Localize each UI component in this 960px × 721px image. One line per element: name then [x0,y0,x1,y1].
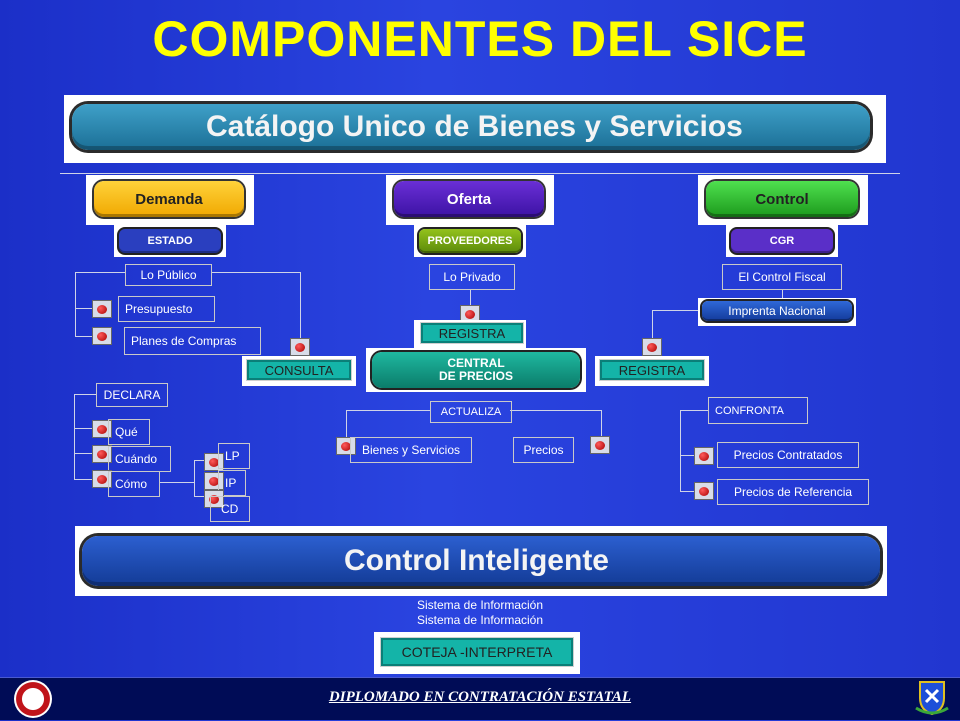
precios-de-referencia-item: Precios de Referencia [717,479,869,505]
footer-bar [0,677,960,720]
imprenta-nacional-button[interactable]: Imprenta Nacional [702,301,852,321]
cd-item: CD [210,496,250,522]
bullet-icon [290,338,310,356]
registra-center-button[interactable]: REGISTRA [420,322,524,344]
demanda-button[interactable]: Demanda [94,181,244,217]
precios-contratados-item: Precios Contratados [717,442,859,468]
bullet-icon [92,445,112,463]
central-line-1: CENTRAL [447,356,505,370]
oferta-button[interactable]: Oferta [394,181,544,217]
bullet-icon [694,447,714,465]
bullet-icon [92,327,112,345]
bullet-icon [590,436,610,454]
control-fiscal-label: El Control Fiscal [722,264,842,290]
planes-de-compras-item: Planes de Compras [124,327,261,355]
sistema-info-line-1: Sistema de Información [416,598,544,612]
divider-line [60,173,900,174]
central-line-2: DE PRECIOS [438,369,513,383]
ip-item: IP [218,470,246,496]
catalog-banner: Catálogo Unico de Bienes y Servicios [72,104,870,150]
coteja-interpreta-button[interactable]: COTEJA -INTERPRETA [380,637,574,667]
consulta-button[interactable]: CONSULTA [246,359,352,381]
bullet-icon [642,338,662,356]
lo-publico-label: Lo Público [125,264,212,286]
footer-text: DIPLOMADO EN CONTRATACIÓN ESTATAL [328,689,632,705]
left-emblem-icon [14,680,52,718]
actualiza-label: ACTUALIZA [430,401,512,423]
como-item: Cómo [108,471,160,497]
control-button[interactable]: Control [706,181,858,217]
right-shield-icon [914,678,950,716]
bullet-icon [92,420,112,438]
bullet-icon [204,490,224,508]
bullet-icon [204,453,224,471]
page-title: COMPONENTES DEL SICE [152,11,808,67]
central-de-precios-button[interactable]: CENTRAL DE PRECIOS [372,352,580,388]
estado-button[interactable]: ESTADO [119,229,221,253]
que-item: Qué [108,419,150,445]
bienes-servicios-item: Bienes y Servicios [350,437,472,463]
bullet-icon [92,470,112,488]
cuando-item: Cuándo [108,446,171,472]
registra-right-button[interactable]: REGISTRA [599,359,705,381]
precios-item: Precios [513,437,574,463]
bullet-icon [92,300,112,318]
sistema-info-line-2: Sistema de Información [416,613,544,627]
lo-privado-label: Lo Privado [429,264,515,290]
declara-label: DECLARA [96,383,168,407]
control-inteligente-banner: Control Inteligente [82,536,880,586]
proveedores-button[interactable]: PROVEEDORES [419,229,521,253]
bullet-icon [336,437,356,455]
confronta-label: CONFRONTA [708,397,808,424]
presupuesto-item: Presupuesto [118,296,215,322]
sistema-info-text: Sistema de Información Sistema de Inform… [0,598,960,628]
lp-item: LP [218,443,250,469]
bullet-icon [694,482,714,500]
cgr-button[interactable]: CGR [731,229,833,253]
